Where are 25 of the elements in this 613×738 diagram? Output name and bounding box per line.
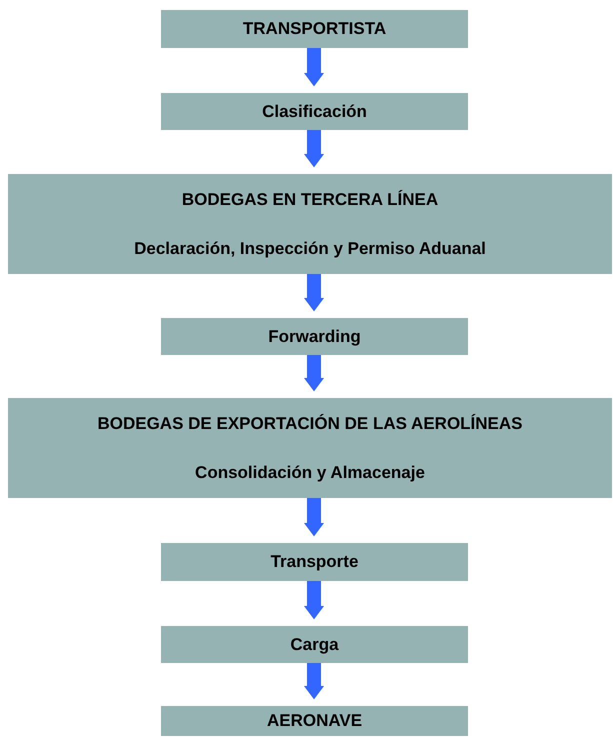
box-title: Clasificación xyxy=(262,100,367,122)
arrow xyxy=(304,355,324,392)
box-title: Transporte xyxy=(270,551,358,573)
process-box xyxy=(161,93,468,130)
process-box xyxy=(161,706,468,736)
box-title: BODEGAS DE EXPORTACIÓN DE LAS AEROLÍNEAS xyxy=(97,412,523,434)
process-box xyxy=(8,174,612,274)
box-title: AERONAVE xyxy=(266,710,362,732)
box-title: Carga xyxy=(290,634,339,656)
arrow xyxy=(304,498,324,536)
arrow xyxy=(304,663,324,700)
box-title: Forwarding xyxy=(268,326,361,348)
arrow xyxy=(304,48,324,86)
process-box xyxy=(161,543,468,581)
process-box xyxy=(161,318,468,355)
process-box xyxy=(161,626,468,663)
process-box xyxy=(8,398,612,498)
process-box xyxy=(161,10,468,48)
box-title: BODEGAS EN TERCERA LÍNEA xyxy=(182,188,438,210)
box-title: TRANSPORTISTA xyxy=(242,18,386,40)
arrow xyxy=(304,130,324,168)
box-subtitle: Consolidación y Almacenaje xyxy=(195,462,425,484)
box-subtitle: Declaración, Inspección y Permiso Aduanal xyxy=(134,238,486,260)
arrow xyxy=(304,581,324,620)
arrow xyxy=(304,274,324,312)
